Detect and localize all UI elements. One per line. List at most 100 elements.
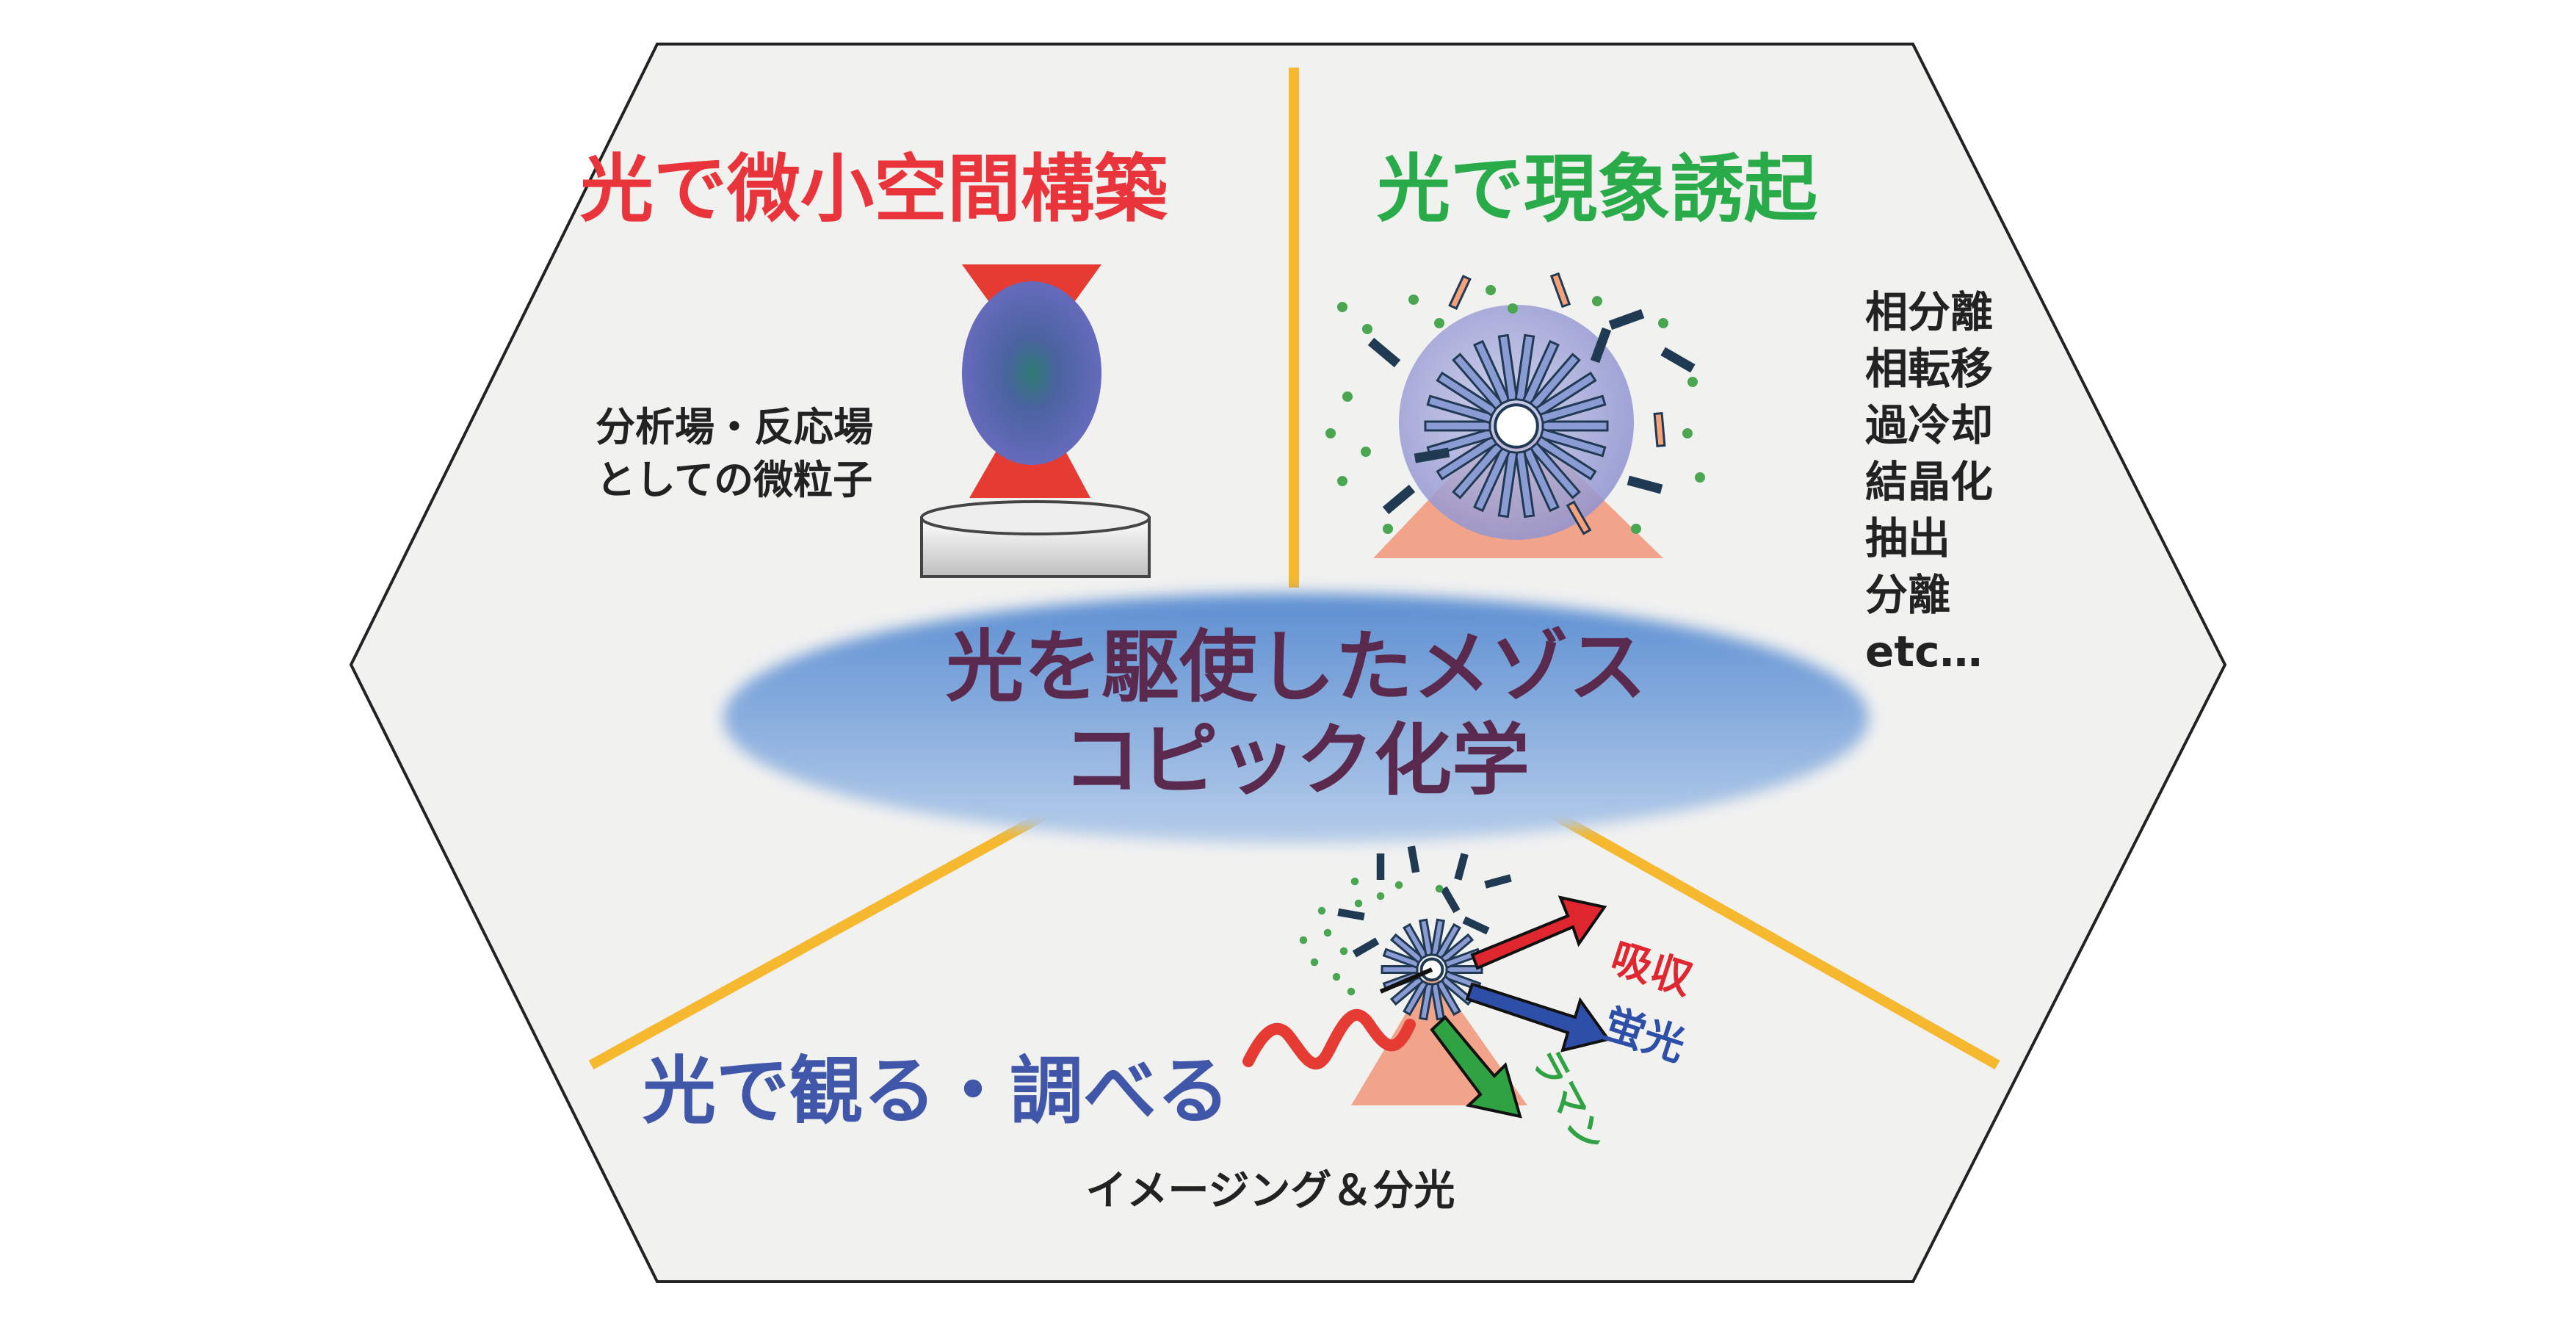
molecule-rod: [1514, 333, 1535, 402]
free-molecule: [1376, 853, 1385, 880]
molecule-rod: [1424, 420, 1491, 432]
solute-dot: [1347, 987, 1356, 996]
solute-dot: [1592, 296, 1602, 306]
phenomena-item: 結晶化: [1865, 457, 1993, 507]
solute-dot: [1695, 472, 1705, 483]
section-title-construction: 光で微小空間構築: [580, 146, 1168, 232]
phenomena-item: 相分離: [1865, 287, 1993, 337]
optical-trap-illustration: [920, 264, 1151, 578]
solute-dots-top: [1325, 285, 1705, 534]
solute-dot: [1435, 884, 1444, 893]
molecule-rod: [1419, 982, 1434, 1021]
solute-dot: [1310, 958, 1319, 967]
solute-dot: [1687, 377, 1698, 387]
molecule-cluster-top: [1367, 272, 1696, 535]
free-molecule: [1590, 327, 1612, 364]
free-molecule: [1454, 853, 1469, 881]
molecule-rod: [1436, 371, 1499, 417]
free-molecule: [1484, 874, 1512, 889]
observation-caption: イメージング＆分光: [1086, 1167, 1455, 1215]
solute-dot: [1362, 324, 1372, 334]
solute-dot: [1682, 428, 1693, 438]
free-molecule: [1407, 845, 1420, 873]
molecule-rod: [1419, 918, 1434, 957]
molecule-rod: [1473, 447, 1511, 513]
solute-dot: [1376, 892, 1385, 900]
molecule-rod: [1497, 450, 1519, 519]
molecule-rod: [1403, 979, 1429, 1017]
molecule-rod: [1382, 947, 1421, 970]
molecule-rod: [1522, 447, 1560, 513]
molecule-rod: [1426, 394, 1494, 425]
molecule-rod: [1452, 353, 1505, 411]
solute-dot: [1350, 877, 1359, 886]
solute-dot: [1299, 936, 1308, 945]
phenomena-item: 分離: [1865, 570, 1950, 620]
molecule-rod: [1452, 441, 1505, 499]
molecule-rod: [1430, 982, 1445, 1021]
free-molecule: [1653, 412, 1666, 447]
microscope-stage-top: [920, 500, 1151, 535]
molecule-rod: [1538, 394, 1607, 425]
molecule-rod: [1436, 435, 1499, 481]
phenomena-item: 相転移: [1865, 344, 1993, 394]
trapped-particle: [962, 281, 1101, 465]
molecule-rod: [1514, 450, 1535, 519]
solute-dots-bottom: [1299, 877, 1444, 996]
section-title-phenomena: 光で現象誘起: [1377, 146, 1818, 232]
solute-dot: [1342, 391, 1353, 402]
molecule-rod: [1473, 339, 1511, 405]
molecule-rod: [1435, 923, 1461, 960]
free-molecule: [1462, 916, 1490, 935]
micelle-core: [1494, 403, 1539, 449]
raman-arrow: [1430, 1015, 1522, 1119]
center-title-line2: コピック化学: [1063, 715, 1530, 806]
molecule-rod: [1439, 933, 1475, 964]
solute-dot: [1337, 302, 1347, 312]
free-molecule: [1608, 308, 1645, 331]
observation-illustration: [1242, 845, 1611, 1119]
free-molecule: [1660, 347, 1696, 373]
solute-dot: [1354, 899, 1363, 908]
molecule-rod: [1497, 333, 1519, 402]
solute-dot: [1337, 476, 1347, 486]
solute-dot: [1631, 524, 1641, 534]
solute-dot: [1394, 881, 1403, 889]
molecule-rod: [1538, 427, 1607, 458]
molecule-rod: [1534, 435, 1597, 481]
solute-dot: [1317, 906, 1326, 915]
molecule-rod: [1389, 933, 1425, 964]
divider-right: [1539, 803, 2000, 1070]
molecule-rod: [1528, 353, 1581, 411]
solute-dot: [1408, 295, 1419, 305]
phenomena-item: 過冷却: [1865, 400, 1993, 450]
solute-dot: [1325, 428, 1336, 438]
molecule-rod: [1439, 975, 1475, 1006]
center-ellipse: [723, 593, 1869, 843]
divider-left: [588, 803, 1060, 1070]
phenomena-list: 相分離 相転移 過冷却 結晶化 抽出 分離 etc…: [1865, 287, 1993, 676]
phenomena-item: etc…: [1865, 627, 1982, 676]
phenomena-illustration: [1325, 272, 1705, 558]
excitation-light-wave: [1242, 1008, 1416, 1069]
molecule-cluster-bottom: [1337, 845, 1512, 1021]
absorption-arrow: [1470, 895, 1607, 970]
molecule-rod: [1541, 420, 1609, 432]
solute-dot: [1508, 303, 1518, 314]
molecule-rod: [1389, 975, 1425, 1006]
free-molecule: [1337, 908, 1365, 921]
free-molecule: [1352, 937, 1380, 958]
fluorescence-arrow: [1465, 982, 1611, 1053]
free-molecule: [1627, 475, 1663, 494]
free-molecule: [1414, 447, 1450, 463]
molecule-rod: [1522, 339, 1560, 405]
excitation-pointer: [1379, 967, 1433, 994]
molecule-rod: [1430, 918, 1445, 957]
construction-caption-line1: 分析場・反応場: [596, 404, 873, 450]
molecule-rod: [1528, 441, 1581, 499]
solute-dot: [1332, 972, 1341, 981]
solute-dot: [1486, 285, 1496, 295]
free-molecule: [1549, 272, 1571, 308]
molecule-rod: [1381, 965, 1419, 974]
